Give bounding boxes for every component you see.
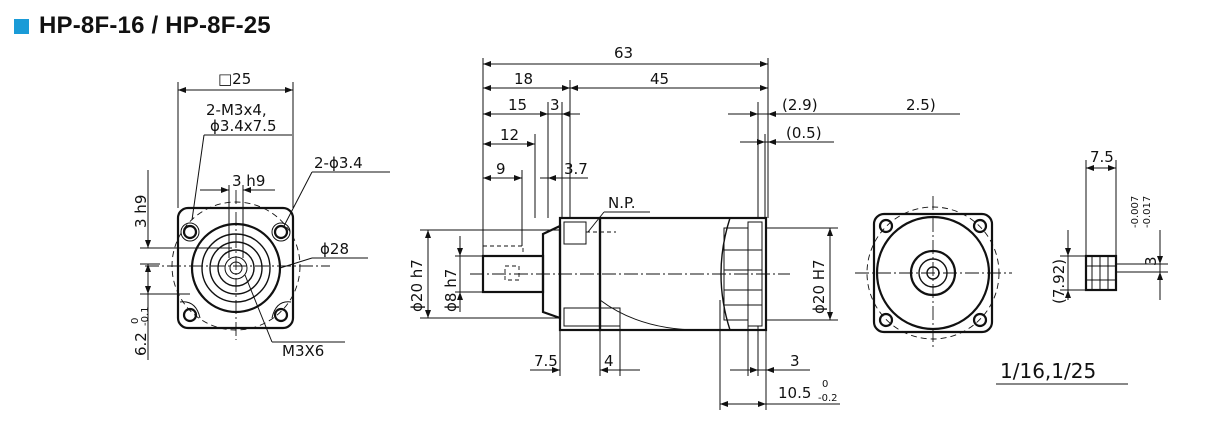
key-view: 7.5 (7.92) 3 -0.007 -0.017 — [1050, 148, 1168, 304]
dim-9: 9 — [496, 160, 506, 178]
holes-label-a: 2-M3x4, — [206, 101, 267, 119]
key-height-label-side: (7.92) — [1050, 259, 1068, 304]
key-width-tol-top: -0.007 — [1130, 196, 1141, 228]
square-dim-label: □25 — [218, 70, 251, 88]
dim-15: 15 — [508, 96, 527, 114]
key-depth-label: 6.2 — [132, 332, 150, 356]
rear-view — [855, 196, 1012, 350]
dim-45: 45 — [650, 70, 669, 88]
body-arc — [599, 299, 701, 331]
dim-2-9: (2.9) — [782, 96, 818, 114]
corner-hole-tr-cbore — [271, 222, 291, 242]
dim-10-5-tol-top: 0 — [822, 379, 828, 390]
dim-18: 18 — [514, 70, 533, 88]
drawing-title: HP-8F-16 / HP-8F-25 — [39, 12, 271, 39]
flange-square — [176, 206, 295, 330]
key-width-label: 3 h9 — [232, 172, 265, 190]
bore-dia-label: ϕ20 H7 — [810, 259, 828, 314]
dim-10-5: 10.5 — [778, 384, 811, 402]
dim-3-bottom: 3 — [790, 352, 800, 370]
dim-10-5-tol-bot: -0.2 — [818, 393, 838, 404]
corner-bl-arc — [179, 301, 201, 319]
np-label: N.P. — [608, 194, 635, 212]
shaft-dia-label: ϕ8 h7 — [442, 269, 460, 312]
dim-overall-63: 63 — [614, 44, 633, 62]
spigot — [541, 224, 562, 320]
key-depth-tol-top: 0 — [130, 318, 141, 324]
corner-hole-tr — [273, 224, 289, 240]
dim-7-5-bottom: 7.5 — [534, 352, 558, 370]
ratio-label: 1/16,1/25 — [1000, 359, 1096, 383]
key-width-label-side: 3 — [1142, 256, 1160, 266]
dim-0-5: (0.5) — [786, 124, 822, 142]
dim-3-7: 3.7 — [564, 160, 588, 178]
dim-4-bottom: 4 — [604, 352, 614, 370]
holes-label-b: ϕ3.4x7.5 — [210, 117, 276, 135]
drawing-header: HP-8F-16 / HP-8F-25 — [14, 10, 271, 42]
dim-2-5: 2.5) — [906, 96, 936, 114]
corner-hole-tl — [182, 224, 198, 240]
key-width-tol-bot: -0.017 — [1142, 196, 1153, 228]
dim-3-top: 3 — [550, 96, 560, 114]
side-view: 63 18 45 15 3 12 9 3.7 (2.9) 2.5) (0.5) … — [408, 44, 960, 410]
spigot-dia-label: ϕ20 h7 — [408, 259, 426, 312]
front-view: □25 2-M3x4, ϕ3.4x7.5 3 h9 2-ϕ3.4 ϕ28 M3X… — [130, 70, 390, 360]
tap-label: M3X6 — [282, 342, 324, 360]
dim-12: 12 — [500, 126, 519, 144]
key-length-label: 7.5 — [1090, 148, 1114, 166]
pilot-dia-label: ϕ28 — [320, 240, 349, 258]
corner-hole-tl-cbore — [180, 222, 200, 242]
corner-br-arc — [271, 301, 292, 319]
bullet-square-icon — [14, 18, 29, 34]
holes-label-c: 2-ϕ3.4 — [314, 154, 363, 172]
corner-hole-bl — [182, 307, 198, 323]
corner-hole-br — [273, 307, 289, 323]
key-body — [1084, 254, 1118, 292]
key-depth-tol-bot: -0.1 — [140, 306, 151, 326]
key-height-label: 3 h9 — [132, 195, 150, 228]
